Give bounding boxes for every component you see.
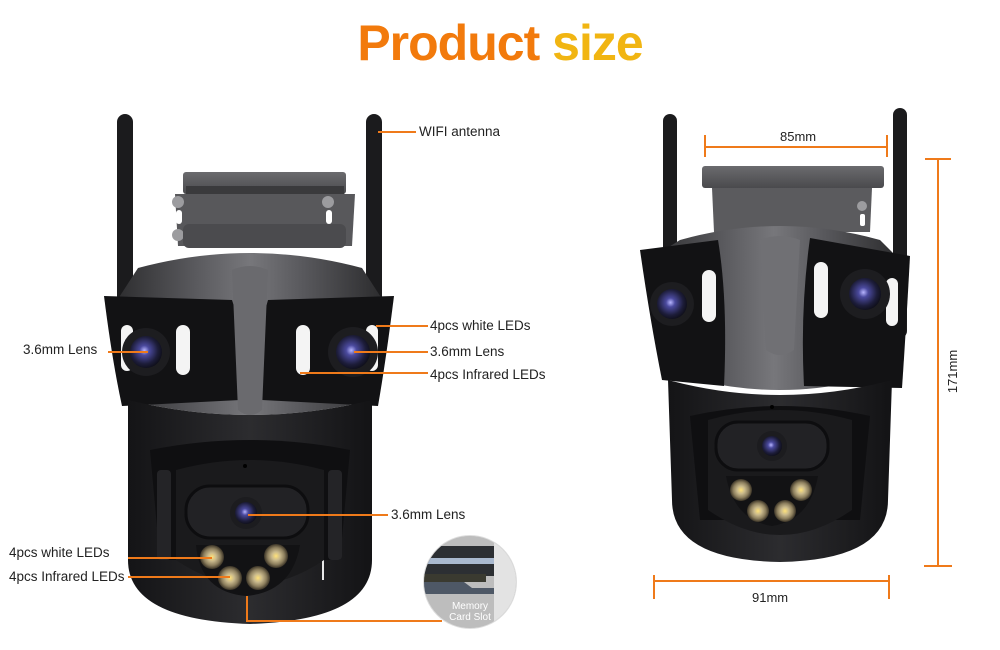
- title-word-size: size: [552, 15, 644, 71]
- callout-right-white-leds: 4pcs white LEDs: [430, 318, 531, 333]
- leader-bottom-white-leds: [128, 557, 212, 559]
- leader-bottom-ir-leds: [128, 576, 230, 578]
- dim-tick-height-bottom: [924, 565, 952, 567]
- callout-bottom-ir-leds: 4pcs Infrared LEDs: [9, 569, 125, 584]
- leader-bottom-lens: [248, 514, 388, 516]
- leader-left-lens: [108, 351, 148, 353]
- memory-card-label-line2: Card Slot: [449, 612, 491, 623]
- leader-wifi-antenna: [378, 131, 416, 133]
- leader-right-ir-leds: [300, 372, 428, 374]
- title-word-product: Product: [357, 15, 540, 71]
- dim-label-width-top: 85mm: [780, 129, 817, 144]
- memory-card-slot-inset: Memory Card Slot: [424, 536, 516, 628]
- dim-label-height: 171mm: [945, 349, 961, 394]
- callout-left-lens: 3.6mm Lens: [23, 342, 98, 357]
- page-title: Product size: [0, 14, 1000, 72]
- dim-tick-width-top-right: [886, 135, 888, 157]
- dim-line-width-top: [704, 146, 888, 148]
- dim-label-width-bottom: 91mm: [752, 590, 789, 605]
- leader-right-lens: [354, 351, 428, 353]
- callout-right-ir-leds: 4pcs Infrared LEDs: [430, 367, 546, 382]
- leader-memory-slot-h: [246, 620, 442, 622]
- callout-bottom-lens: 3.6mm Lens: [391, 507, 466, 522]
- dim-line-height: [937, 158, 939, 566]
- leader-right-white-leds: [376, 325, 428, 327]
- memory-card-slot-image: [424, 536, 516, 628]
- dim-line-width-bottom: [653, 580, 890, 582]
- dim-tick-width-bottom-right: [888, 575, 890, 599]
- dim-tick-width-bottom-left: [653, 575, 655, 599]
- callout-wifi-antenna: WIFI antenna: [419, 124, 501, 139]
- callout-right-lens: 3.6mm Lens: [430, 344, 505, 359]
- memory-card-label-line1: Memory: [451, 601, 489, 612]
- callout-bottom-white-leds: 4pcs white LEDs: [9, 545, 110, 560]
- dim-tick-width-top-left: [704, 135, 706, 157]
- leader-memory-slot-v: [246, 596, 248, 622]
- dim-tick-height-top: [925, 158, 951, 160]
